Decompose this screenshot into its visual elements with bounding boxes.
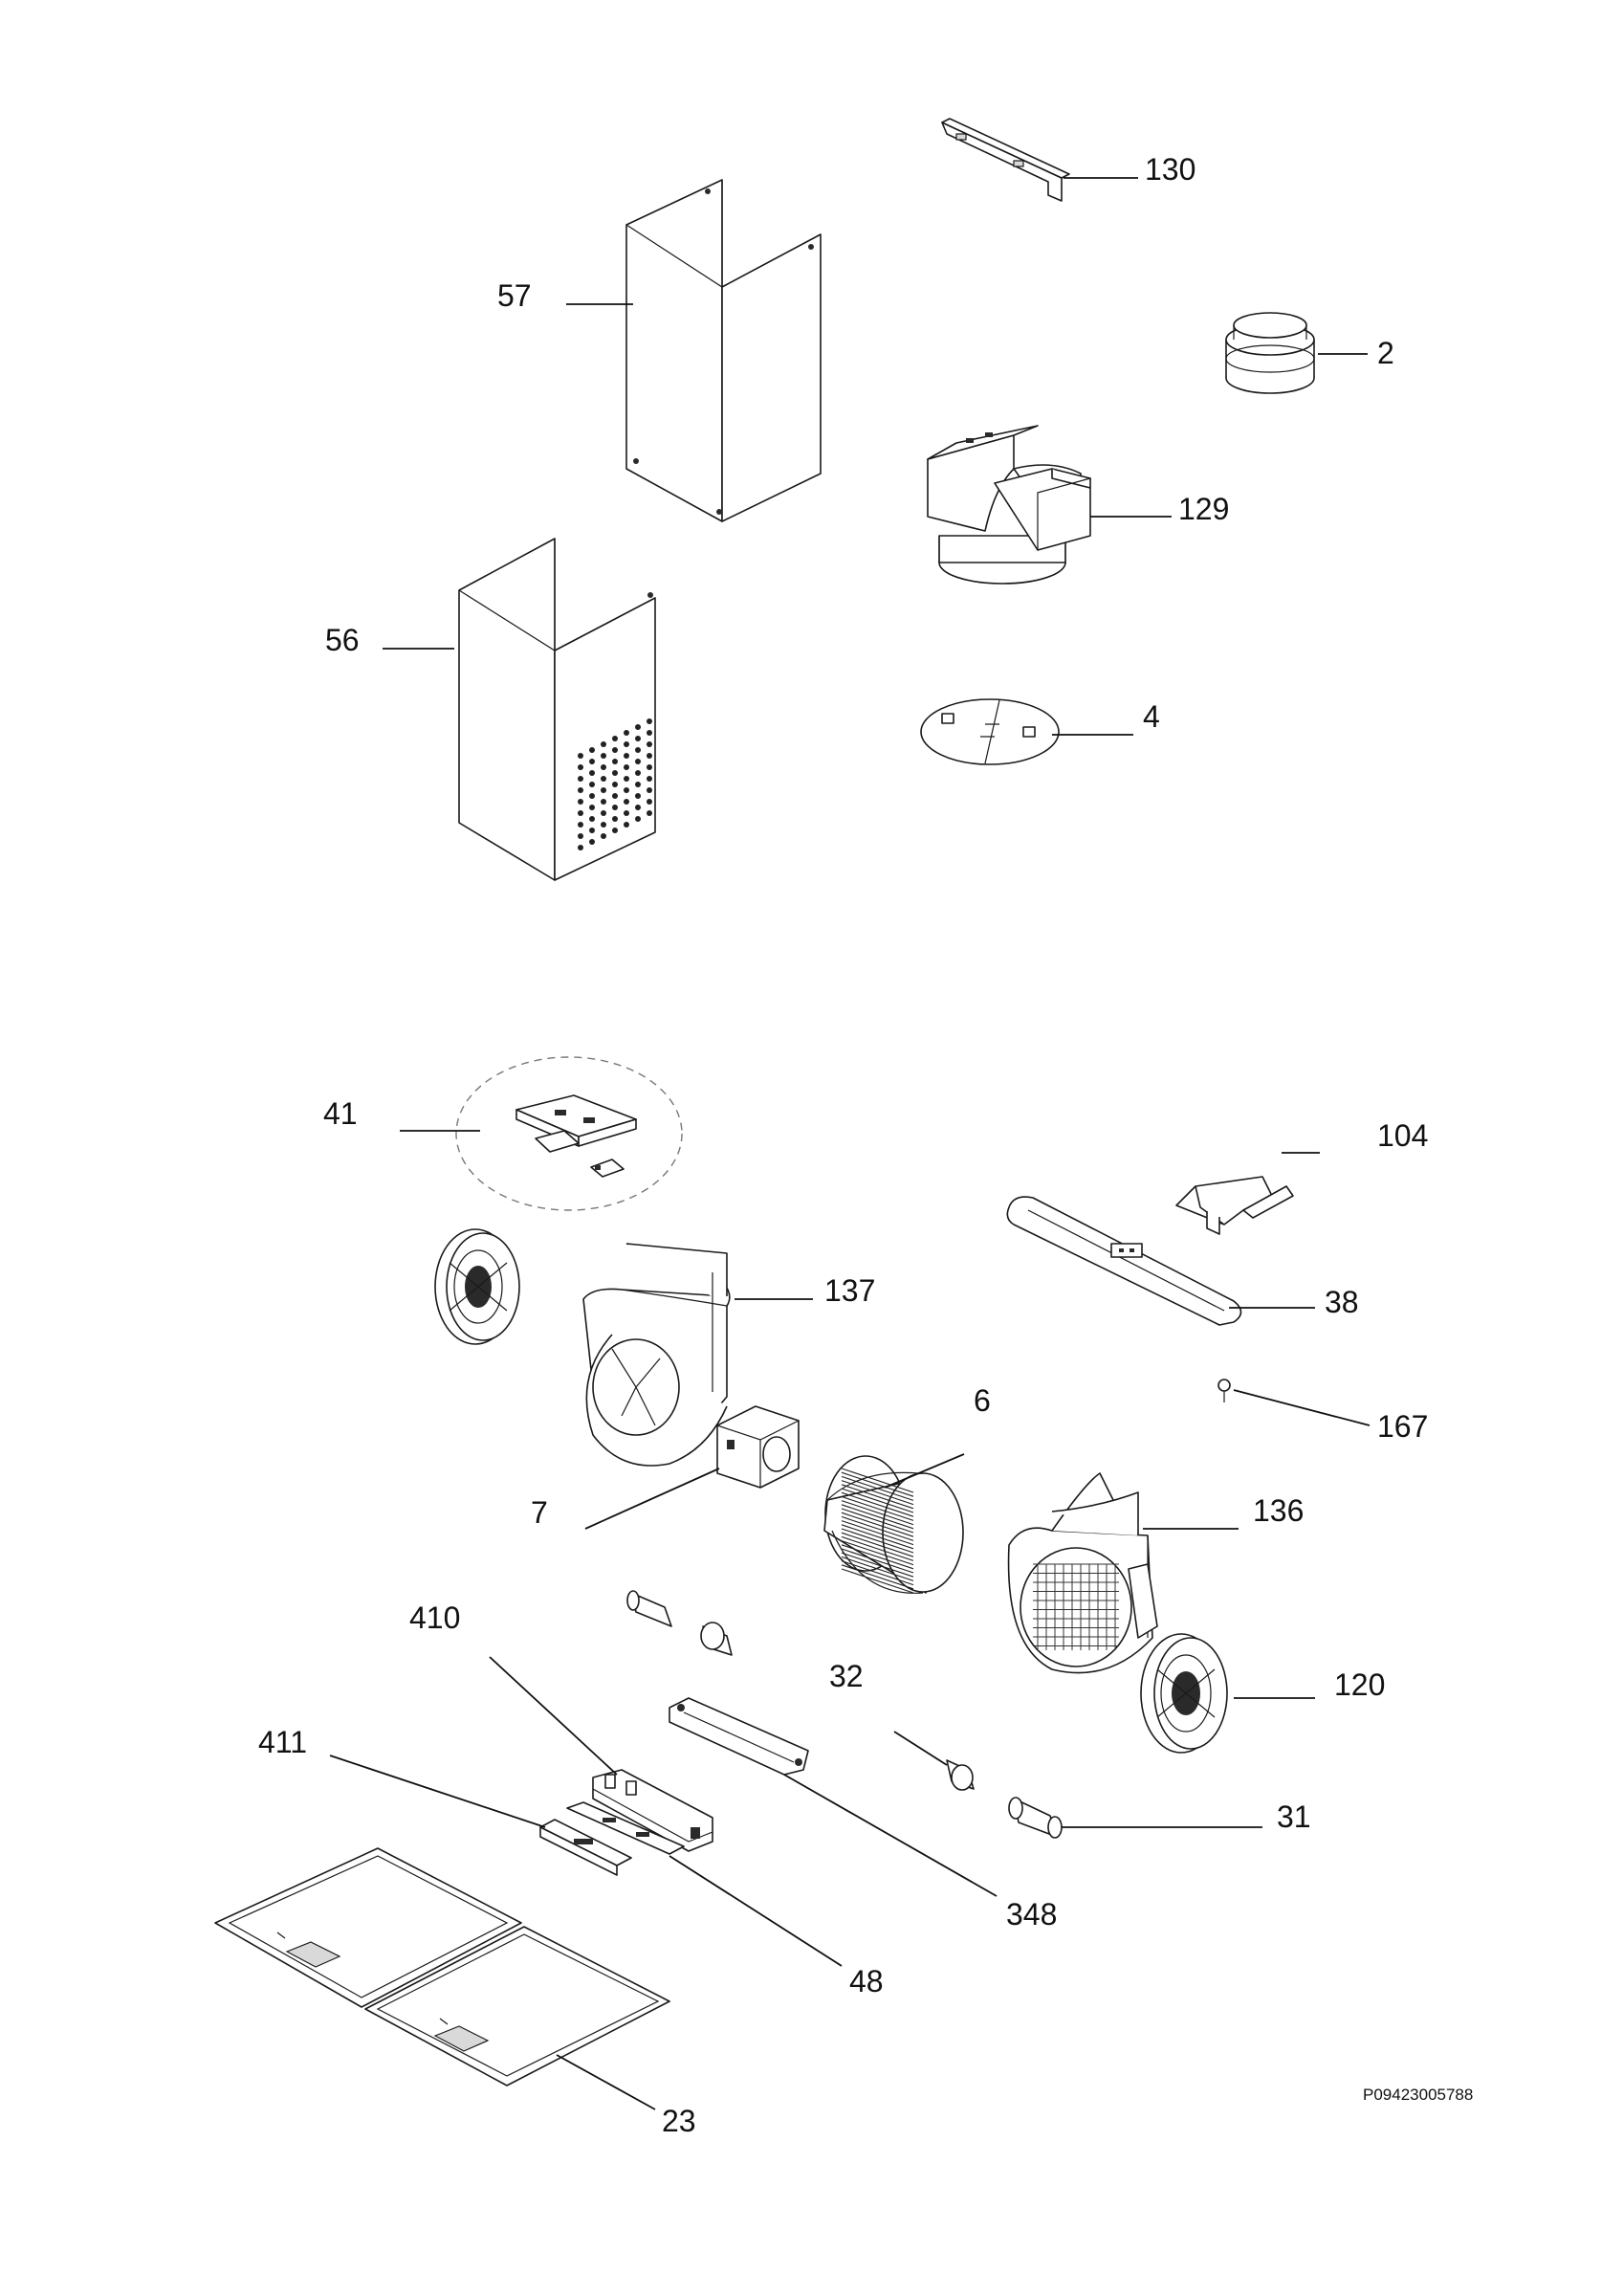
part-348-lamp-housing <box>669 1697 809 1776</box>
part-411-switch-strip <box>539 1819 632 1876</box>
label-348: 348 <box>1006 1897 1057 1932</box>
leader-411 <box>329 1755 546 1828</box>
motor-housing-grille <box>1033 1563 1119 1650</box>
part-41-electronic-kit <box>455 1056 683 1211</box>
label-120: 120 <box>1334 1667 1385 1702</box>
part-38-light-frame <box>1006 1196 1242 1326</box>
leader-410 <box>489 1656 618 1776</box>
label-56: 56 <box>325 623 360 657</box>
part-56-lower-chimney <box>458 538 656 881</box>
part-129-outlet-box <box>927 425 1091 585</box>
part-6-fan-wheel <box>823 1455 964 1594</box>
label-411: 411 <box>258 1725 307 1759</box>
drawing-code: P09423005788 <box>1363 2086 1473 2104</box>
label-32: 32 <box>829 1659 864 1693</box>
fan-wheel-blades <box>841 1468 914 1594</box>
leader-32 <box>893 1731 948 1766</box>
leader-6 <box>884 1453 965 1489</box>
part-120-charcoal-filter <box>1140 1633 1228 1754</box>
part-410-control-board <box>592 1769 713 1852</box>
label-129: 129 <box>1178 492 1229 526</box>
part-137-motor-housing <box>582 1243 731 1467</box>
label-57: 57 <box>497 278 532 313</box>
part-31-bulb <box>1008 1797 1063 1839</box>
part-167-screw <box>1217 1379 1231 1402</box>
leader-48 <box>669 1855 843 1967</box>
label-23: 23 <box>662 2104 696 2138</box>
label-167: 167 <box>1377 1409 1428 1444</box>
label-136: 136 <box>1253 1493 1304 1528</box>
label-104: 104 <box>1377 1118 1428 1153</box>
part-23-grease-filters <box>214 1847 670 2086</box>
vent-grille-holes <box>578 718 652 850</box>
part-48-switch-panel <box>566 1801 685 1855</box>
part-charcoal-filter-left <box>434 1228 520 1345</box>
part-104-clip <box>1175 1176 1294 1235</box>
lamp-holder-left <box>626 1590 733 1656</box>
lamp-holder-right <box>946 1759 975 1791</box>
label-410: 410 <box>409 1601 460 1635</box>
label-6: 6 <box>974 1383 991 1418</box>
label-41: 41 <box>323 1096 358 1131</box>
label-130: 130 <box>1145 152 1195 187</box>
part-2-collar <box>1225 312 1315 394</box>
label-48: 48 <box>849 1964 884 1998</box>
leader-348 <box>783 1774 998 1897</box>
part-4-flap-valve <box>920 698 1060 765</box>
part-7-motor <box>716 1405 800 1489</box>
label-7: 7 <box>531 1495 548 1530</box>
part-57-upper-chimney <box>625 179 822 522</box>
label-2: 2 <box>1377 336 1394 370</box>
label-4: 4 <box>1143 699 1160 734</box>
label-38: 38 <box>1325 1285 1359 1319</box>
leader-7 <box>584 1468 720 1530</box>
label-137: 137 <box>824 1273 875 1308</box>
leader-23 <box>556 2054 656 2110</box>
part-130-bracket <box>941 118 1070 202</box>
label-31: 31 <box>1277 1799 1311 1834</box>
leader-167 <box>1233 1389 1371 1426</box>
